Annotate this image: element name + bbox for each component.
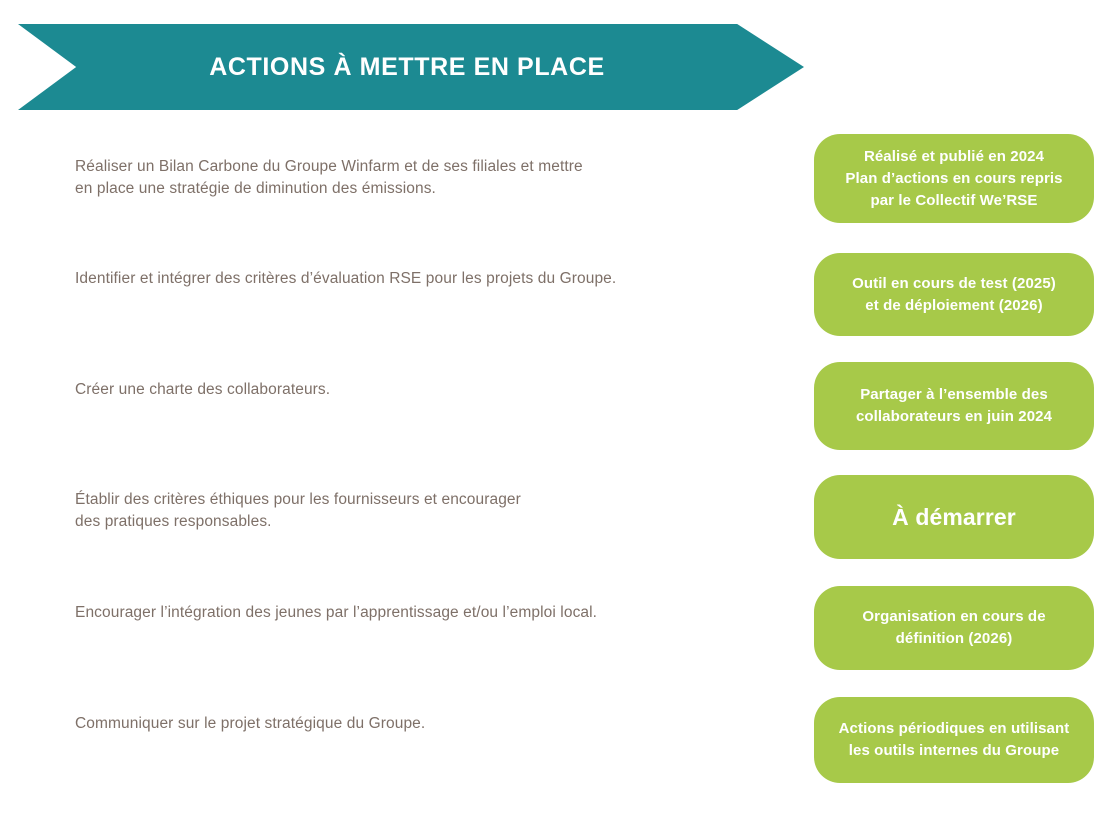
actions-list: Réaliser un Bilan Carbone du Groupe Winf… [0, 128, 1112, 794]
status-badge[interactable]: Outil en cours de test (2025) et de dépl… [814, 253, 1094, 336]
status-badge[interactable]: Réalisé et publié en 2024 Plan d’actions… [814, 134, 1094, 223]
action-row: Créer une charte des collaborateurs. Par… [0, 350, 1112, 461]
action-description: Identifier et intégrer des critères d’év… [75, 270, 617, 287]
header-banner: ACTIONS À METTRE EN PLACE [18, 24, 804, 110]
action-description: Établir des critères éthiques pour les f… [75, 491, 521, 530]
status-badge[interactable]: À démarrer [814, 475, 1094, 559]
status-badge[interactable]: Actions périodiques en utilisant les out… [814, 697, 1094, 783]
action-row: Réaliser un Bilan Carbone du Groupe Winf… [0, 128, 1112, 239]
action-description: Encourager l’intégration des jeunes par … [75, 604, 598, 621]
status-badge[interactable]: Partager à l’ensemble des collaborateurs… [814, 362, 1094, 450]
action-description: Communiquer sur le projet stratégique du… [75, 715, 426, 732]
action-row: Communiquer sur le projet stratégique du… [0, 683, 1112, 794]
action-description: Créer une charte des collaborateurs. [75, 381, 331, 398]
action-row: Encourager l’intégration des jeunes par … [0, 572, 1112, 683]
status-badge[interactable]: Organisation en cours de définition (202… [814, 586, 1094, 670]
page-title: ACTIONS À METTRE EN PLACE [209, 52, 605, 81]
action-row: Identifier et intégrer des critères d’év… [0, 239, 1112, 350]
action-description: Réaliser un Bilan Carbone du Groupe Winf… [75, 158, 583, 197]
action-row: Établir des critères éthiques pour les f… [0, 461, 1112, 572]
